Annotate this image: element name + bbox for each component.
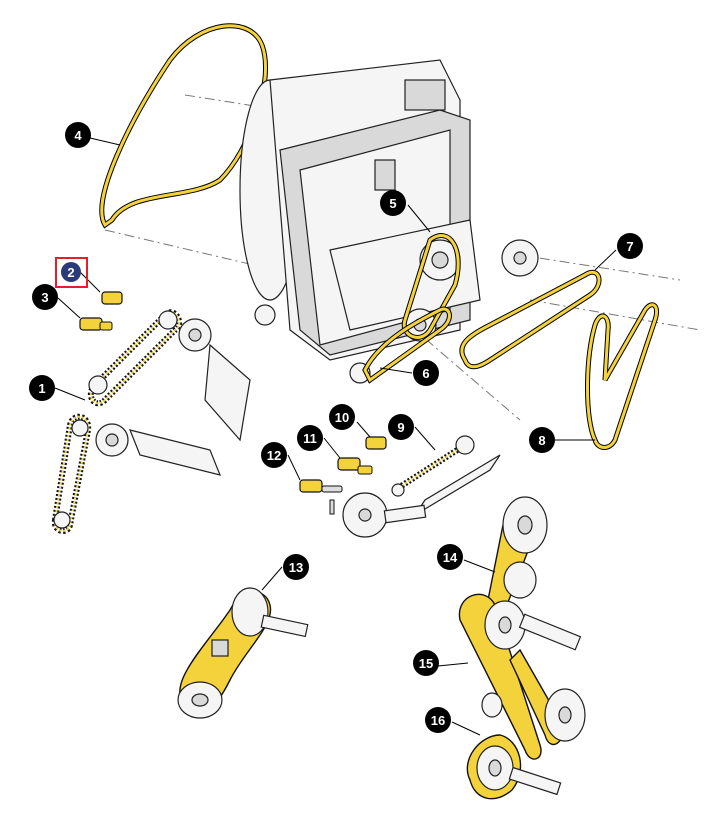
svg-text:2: 2 [67, 265, 74, 280]
callout-16[interactable]: 16 [425, 707, 451, 733]
svg-text:6: 6 [422, 366, 429, 381]
svg-text:10: 10 [335, 410, 349, 425]
callout-15[interactable]: 15 [413, 650, 439, 676]
svg-text:1: 1 [38, 381, 45, 396]
svg-text:7: 7 [626, 239, 633, 254]
belt-7[interactable] [459, 270, 602, 370]
callout-5[interactable]: 5 [380, 190, 406, 216]
callout-10[interactable]: 10 [329, 404, 355, 430]
belt-4[interactable] [99, 23, 268, 229]
callout-13[interactable]: 13 [283, 554, 309, 580]
svg-text:9: 9 [397, 420, 404, 435]
centerline [529, 299, 701, 331]
callout-11[interactable]: 11 [297, 425, 323, 451]
callout-1[interactable]: 1 [29, 375, 55, 401]
highlight-box [55, 257, 88, 288]
shaft-bracket [342, 454, 501, 538]
connector-link-12[interactable] [299, 479, 343, 515]
callout-3[interactable]: 3 [32, 284, 58, 310]
svg-text:3: 3 [41, 290, 48, 305]
belt-13[interactable] [177, 587, 309, 719]
callout-8[interactable]: 8 [529, 427, 555, 453]
centerline [519, 254, 681, 281]
callout-12[interactable]: 12 [261, 442, 287, 468]
belt-16[interactable] [466, 734, 562, 800]
svg-text:12: 12 [267, 448, 281, 463]
svg-text:14: 14 [443, 550, 458, 565]
connector-link-11[interactable] [337, 457, 373, 475]
callout-2[interactable]: 2 [55, 257, 88, 288]
callouts: 1 2 3 4 5 6 7 8 [29, 122, 643, 733]
svg-text:4: 4 [74, 128, 82, 143]
chain-9[interactable] [391, 435, 475, 497]
machine-housing [239, 59, 539, 384]
sprocket-assembly [95, 318, 251, 476]
connector-link-10[interactable] [365, 436, 387, 450]
svg-text:8: 8 [538, 433, 545, 448]
connector-link-3[interactable] [79, 317, 113, 331]
pulley-stack [481, 496, 586, 742]
svg-text:11: 11 [303, 431, 317, 446]
callout-7[interactable]: 7 [617, 233, 643, 259]
svg-text:15: 15 [419, 656, 433, 671]
centerline [104, 229, 361, 291]
callout-6[interactable]: 6 [413, 360, 439, 386]
belt-8[interactable] [585, 302, 660, 450]
leader-lines [54, 137, 617, 736]
callout-4[interactable]: 4 [65, 122, 91, 148]
svg-text:5: 5 [389, 196, 396, 211]
chain-1[interactable] [51, 309, 183, 534]
svg-text:13: 13 [289, 560, 303, 575]
belt-6[interactable] [362, 306, 452, 384]
connector-link-2[interactable] [101, 291, 123, 305]
callout-14[interactable]: 14 [437, 544, 463, 570]
callout-9[interactable]: 9 [388, 414, 414, 440]
svg-text:16: 16 [431, 713, 445, 728]
